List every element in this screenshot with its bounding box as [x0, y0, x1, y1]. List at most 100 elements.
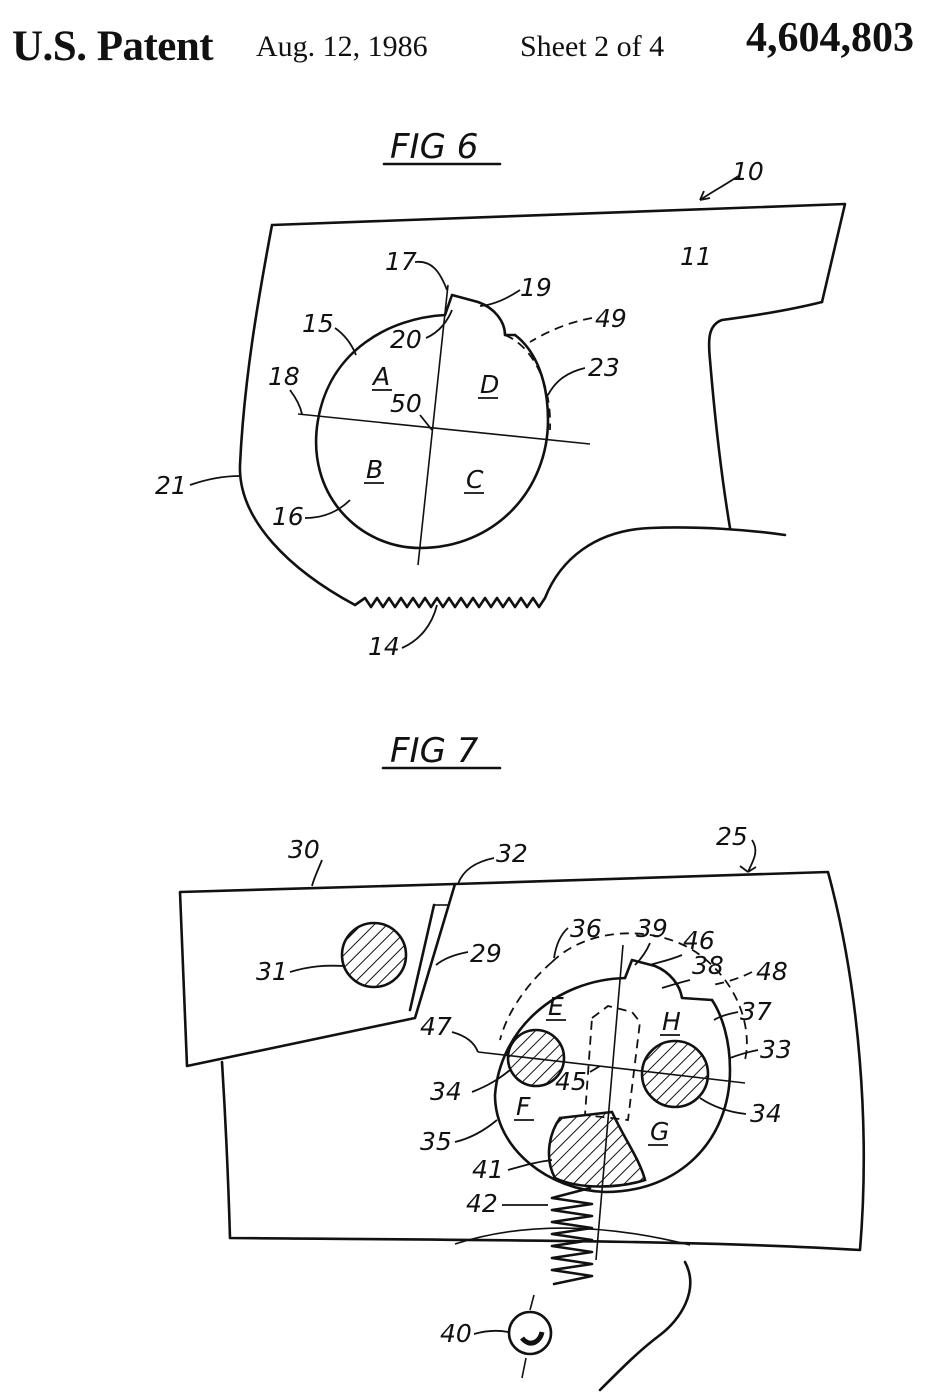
- fig7-ref-30: 30: [288, 835, 320, 864]
- fig7-ref-25: 25: [716, 822, 748, 851]
- fig7-leader-36: [553, 927, 569, 959]
- fig7-leader-34b: [699, 1097, 747, 1115]
- fig7-dashed-outline-48: [551, 932, 748, 1061]
- sheet-header: U.S. Patent Aug. 12, 1986 Sheet 2 of 4 4…: [0, 0, 931, 80]
- fig6-leader-19: [479, 289, 521, 307]
- fig6-arrow-10: [699, 190, 711, 201]
- fig6-ref-49: 49: [595, 304, 627, 333]
- patent-number: 4,604,803: [746, 15, 914, 61]
- fig7-leader-45: [589, 1065, 601, 1073]
- fig6-ref-15: 15: [302, 309, 334, 338]
- sheet-number: Sheet 2 of 4: [520, 30, 665, 63]
- fig6-ref-16: 16: [272, 502, 304, 531]
- fig7-leader-48: [711, 971, 753, 986]
- fig7-ball-shading: [520, 1331, 545, 1346]
- fig7-leader-46: [649, 954, 683, 966]
- fig7-ref-40: 40: [440, 1319, 472, 1348]
- fig7-leader-30: [311, 859, 323, 887]
- fig7-ref-47: 47: [420, 1012, 452, 1041]
- fig6-bore-circle: [314, 313, 550, 550]
- fig7-leader-41: [507, 1159, 553, 1171]
- fig7-arrow-25: [739, 865, 757, 873]
- fig6-centerline-horizontal: [297, 413, 591, 445]
- fig7-pin-31: [340, 921, 408, 989]
- fig6-leader-18: [289, 389, 303, 415]
- fig6-leader-23: [547, 367, 586, 396]
- fig6-quadrant-D: D: [480, 370, 499, 399]
- fig6-ref-17: 17: [385, 247, 417, 276]
- fig7-ref-39: 39: [636, 914, 668, 943]
- fig7-ref-46: 46: [683, 926, 715, 955]
- fig7-plate-25: [220, 870, 866, 1252]
- fig6-ref-50: 50: [390, 389, 422, 418]
- fig7-ref-42: 42: [466, 1189, 498, 1218]
- fig7-ref-34b: 34: [750, 1099, 782, 1128]
- fig7-leader-38: [661, 979, 691, 989]
- fig6-ref-11: 11: [680, 242, 712, 271]
- fig7-jaw-30: [178, 882, 457, 1068]
- fig7-ref-33: 33: [760, 1035, 792, 1064]
- fig7-jaw-edge-29: [408, 903, 436, 1012]
- fig7-centerline-horizontal: [477, 1051, 746, 1084]
- figure-6: FIG 6 10 11 17 19 20 15 49 23 18 50: [155, 127, 847, 661]
- fig7-title: FIG 7: [390, 731, 479, 771]
- fig6-leader-10: [699, 174, 741, 201]
- fig7-pin-34-right: [640, 1039, 710, 1109]
- fig7-ref-31: 31: [256, 957, 288, 986]
- fig7-leader-39: [634, 942, 651, 966]
- fig6-leader-17: [414, 260, 448, 291]
- fig6-ref-20: 20: [390, 325, 422, 354]
- fig7-leader-32: [457, 857, 495, 885]
- fig7-ref-35: 35: [420, 1127, 452, 1156]
- figure-7: FIG 7: [178, 731, 866, 1392]
- fig7-ref-34a: 34: [430, 1077, 462, 1106]
- fig6-notch: [707, 300, 824, 530]
- fig6-ref-23: 23: [588, 353, 620, 382]
- fig7-bracket-curve: [598, 1260, 692, 1392]
- fig6-ref-21: 21: [155, 471, 187, 500]
- fig7-ref-45: 45: [555, 1067, 587, 1096]
- fig7-rotor-key-notch: [623, 958, 714, 1002]
- fig7-ref-37: 37: [740, 997, 772, 1026]
- fig7-ref-48: 48: [756, 957, 788, 986]
- fig6-leader-50: [419, 414, 433, 431]
- fig6-quadrant-B: B: [366, 455, 383, 484]
- patent-date: Aug. 12, 1986: [256, 30, 428, 63]
- fig7-ball-40: [507, 1310, 553, 1356]
- fig6-ref-10: 10: [732, 157, 764, 186]
- fig6-ref-14: 14: [368, 632, 400, 661]
- fig7-centerline-vertical: [595, 944, 624, 1261]
- fig7-leader-47: [451, 1031, 479, 1053]
- fig7-spring-42: [550, 1186, 594, 1286]
- fig7-leader-34a: [471, 1069, 511, 1093]
- fig7-dashed-outline-36: [499, 961, 553, 1041]
- fig7-axis-bottom-tick: [521, 1357, 527, 1379]
- fig6-key-notch: [443, 293, 517, 337]
- fig7-leader-37: [713, 1011, 739, 1021]
- fig7-leader-33: [729, 1049, 759, 1059]
- fig6-centerline-vertical: [417, 284, 449, 566]
- fig6-ref-19: 19: [520, 273, 552, 302]
- fig6-ref-18: 18: [268, 362, 300, 391]
- fig7-ref-36: 36: [570, 914, 602, 943]
- fig7-leader-31: [289, 964, 346, 973]
- fig6-leader-49: [529, 317, 593, 343]
- fig6-leader-15: [334, 327, 357, 356]
- patent-brand: U.S. Patent: [12, 23, 214, 70]
- fig7-ref-29: 29: [470, 939, 502, 968]
- fig7-leader-25: [747, 839, 757, 873]
- fig7-axis-lower-tick: [529, 1294, 535, 1311]
- fig6-title: FIG 6: [390, 127, 478, 167]
- fig7-leader-40: [473, 1329, 509, 1335]
- fig6-leader-14: [401, 604, 438, 649]
- fig6-quadrant-A: A: [371, 362, 390, 391]
- fig6-dashed-arc: [504, 334, 551, 431]
- fig7-bottom-bulge: [454, 1227, 691, 1246]
- fig7-quadrant-E: E: [548, 992, 564, 1021]
- fig6-leader-20: [425, 309, 453, 339]
- fig7-leader-29: [435, 951, 469, 966]
- fig7-quadrant-G: G: [650, 1117, 669, 1146]
- fig7-ref-32: 32: [496, 839, 528, 868]
- fig6-plate-outline: [238, 202, 847, 609]
